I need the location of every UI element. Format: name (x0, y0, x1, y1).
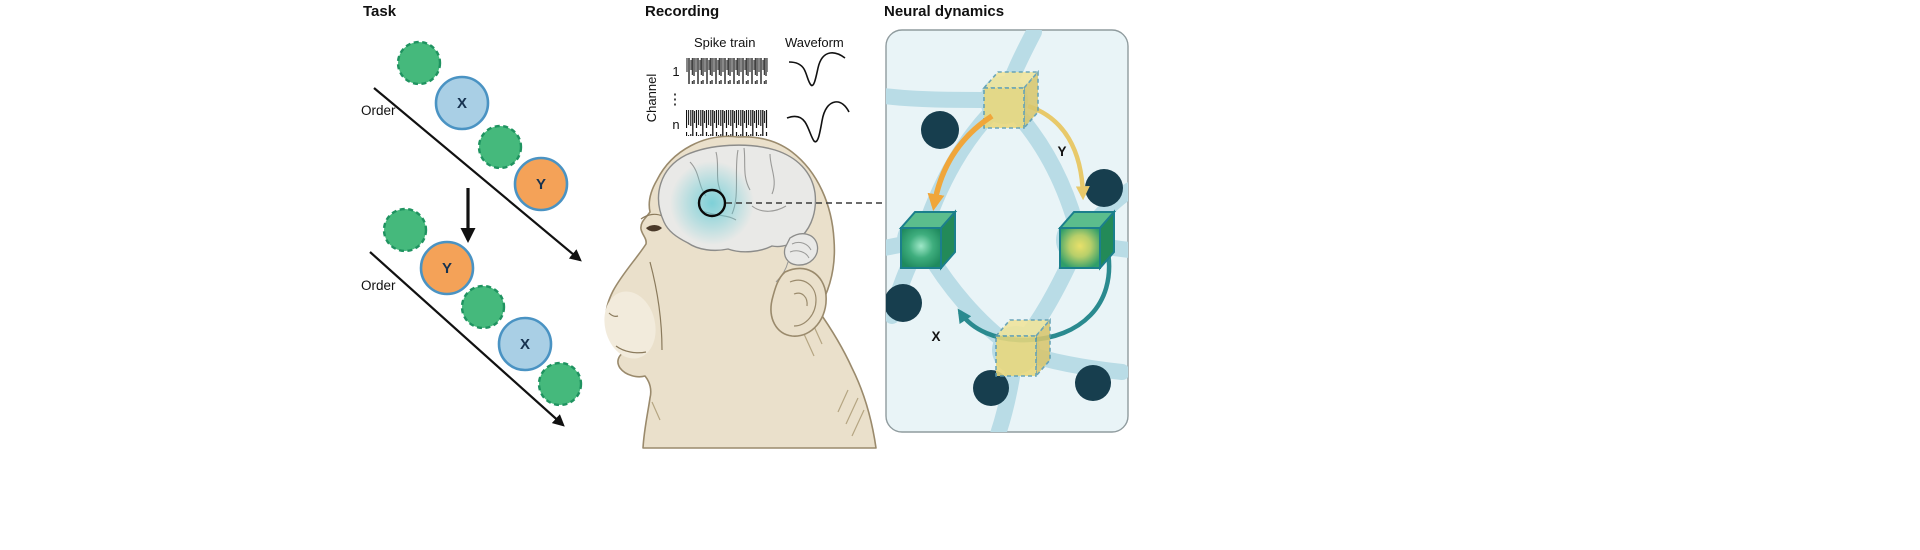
channel-1-label: 1 (672, 64, 679, 79)
lattice-node (886, 284, 922, 322)
monkey-ear (770, 267, 827, 337)
green-circle (537, 361, 583, 407)
green-state-cube-right (1057, 209, 1117, 271)
order-arrow-2 (369, 251, 565, 427)
stimulus-x-label: X (520, 336, 530, 353)
lattice-node (973, 370, 1009, 406)
stimulus-y-circle (419, 240, 475, 296)
task-panel: Task X Y Y X Order Order (361, 3, 583, 427)
stimulus-x-circle (434, 75, 490, 131)
recording-panel: Recording Spike train Waveform Channel 1… (604, 3, 885, 449)
stimulus-x-circles (434, 75, 553, 372)
stimulus-x-circle (497, 316, 553, 372)
state-x-label: X (931, 329, 940, 344)
lattice-nodes (886, 111, 1123, 406)
lattice-node (921, 111, 959, 149)
neural-dynamics-panel: Neural dynamics (884, 3, 1129, 433)
task-title: Task (363, 3, 397, 20)
lattice-node (1085, 169, 1123, 207)
waveform-label: Waveform (785, 35, 844, 50)
monkey-head-illustration (604, 135, 877, 449)
monkey-muzzle-patch (604, 291, 656, 359)
green-state-cube-left (898, 209, 958, 271)
yellow-state-cube-top (982, 69, 1040, 131)
green-circle (477, 124, 523, 170)
cerebellum (783, 233, 819, 266)
stimulus-y-label: Y (536, 176, 546, 193)
stimulus-y-label: Y (442, 260, 452, 277)
monkey-fur-strokes (651, 321, 865, 437)
green-circle (382, 207, 428, 253)
order-arrow-1 (373, 87, 582, 262)
order-label-2: Order (361, 278, 396, 293)
recording-site-glow (670, 161, 754, 245)
order-label-1: Order (361, 103, 396, 118)
green-circle (460, 284, 506, 330)
recording-title: Recording (645, 3, 719, 20)
spike-train-channel-n (686, 110, 768, 136)
channel-ellipsis: ⋮ (668, 91, 683, 108)
monkey-ear-inner-lines (789, 279, 817, 327)
lattice-node (1075, 365, 1111, 401)
distractor-circles (382, 40, 583, 407)
channel-n-label: n (672, 117, 679, 132)
neural-dynamics-title: Neural dynamics (884, 3, 1004, 20)
stimulus-y-circles (419, 156, 569, 296)
spike-train-label: Spike train (694, 35, 755, 50)
channel-axis-label: Channel (644, 74, 659, 123)
neural-dynamics-content: Y X (886, 30, 1128, 432)
monkey-eye (646, 225, 662, 232)
stimulus-y-circle (513, 156, 569, 212)
waveform-channel-1 (788, 52, 846, 87)
orange-transition-arrow (927, 113, 994, 212)
yellow-state-cube-bottom (994, 317, 1052, 379)
electrode-site-circle (697, 188, 727, 218)
green-circle (396, 40, 442, 86)
stimulus-x-label: X (457, 95, 467, 112)
spike-train-channel-1 (686, 58, 768, 84)
waveform-channel-n (786, 101, 850, 143)
monkey-face-details (608, 213, 663, 354)
state-y-label: Y (1057, 144, 1066, 159)
